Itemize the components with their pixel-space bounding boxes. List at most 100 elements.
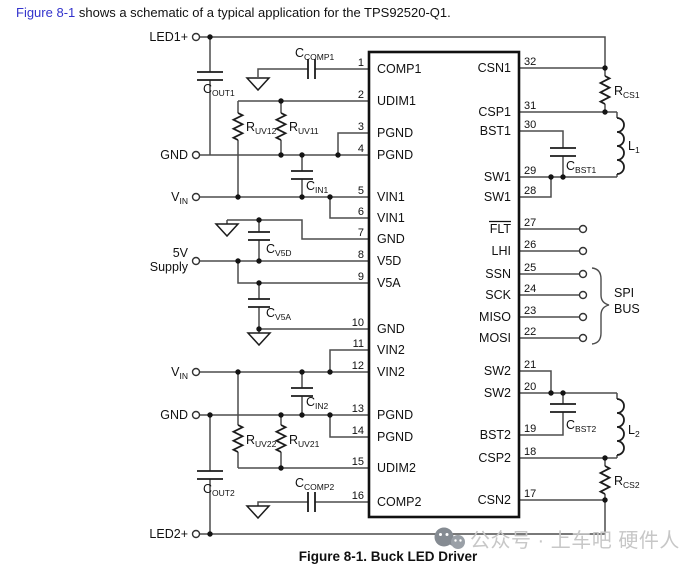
label-cin2: CIN2 [306, 395, 329, 411]
label-ccomp1: CCOMP1 [295, 46, 335, 62]
cv5a-capacitor [248, 298, 270, 308]
label-rcs1: RCS1 [614, 84, 640, 100]
pin-num-20: 20 [524, 381, 536, 393]
wechat-icon [434, 527, 465, 549]
terminal-led2p [191, 529, 201, 539]
label-cbst1: CBST1 [566, 159, 597, 175]
label-cin1: CIN1 [306, 179, 329, 195]
cout1-capacitor [197, 71, 223, 81]
pin-name-pgnd-3: PGND [377, 126, 413, 140]
component-labels: CCOMP1 COUT1 RUV12 RUV11 CIN1 CV5D CV5A … [203, 46, 640, 498]
pin-name-ssn: SSN [485, 267, 511, 281]
pin-name-v5d: V5D [377, 254, 401, 268]
pin-name-pgnd-14: PGND [377, 430, 413, 444]
terminal-labels: LED1+ GND VIN 5V Supply VIN GND LED2+ [149, 30, 188, 541]
pin-num-18: 18 [524, 446, 536, 458]
pin-name-flt: FLT [490, 222, 512, 236]
pin-name-vin2-12: VIN2 [377, 365, 405, 379]
spi-bus-label-line2: BUS [614, 302, 640, 316]
label-ruv22: RUV22 [246, 433, 277, 449]
pin-name-sck: SCK [485, 288, 511, 302]
pin-name-udim1: UDIM1 [377, 94, 416, 108]
pin-name-csp1: CSP1 [478, 105, 511, 119]
junction-dots [207, 34, 608, 537]
pin-name-lhi: LHI [492, 244, 511, 258]
ccomp1-capacitor [307, 59, 316, 79]
ground-icon [246, 332, 272, 347]
ground-symbols [214, 77, 272, 520]
pin-num-32: 32 [524, 56, 536, 68]
cin2-capacitor [291, 387, 313, 397]
pin-num-22: 22 [524, 326, 536, 338]
ruv22-resistor [231, 424, 245, 453]
rcs1-resistor [598, 75, 612, 105]
pin-num-4: 4 [358, 143, 364, 155]
pin-num-3: 3 [358, 121, 364, 133]
terminal-circles [191, 32, 201, 539]
pin-num-2: 2 [358, 89, 364, 101]
terminal-sck [578, 290, 588, 300]
watermark-text: 公众号 · 上车吧 硬件人 [470, 529, 680, 552]
ic-body [367, 50, 521, 519]
l1-inductor [616, 117, 625, 175]
terminal-mosi [578, 333, 588, 343]
terminal-gnd2 [191, 410, 201, 420]
label-cv5d: CV5D [266, 242, 292, 258]
pin-name-csp2: CSP2 [478, 451, 511, 465]
label-rcs2: RCS2 [614, 474, 640, 490]
pin-name-sw1-28: SW1 [484, 190, 511, 204]
pin-num-17: 17 [524, 488, 536, 500]
pin-name-sw2-20: SW2 [484, 386, 511, 400]
left-pin-names: COMP1 UDIM1 PGND PGND VIN1 VIN1 GND V5D … [377, 62, 422, 509]
pin-num-16: 16 [352, 490, 364, 502]
ruv11-resistor [274, 112, 288, 141]
pin-name-gnd-7: GND [377, 232, 405, 246]
terminal-gnd1 [191, 150, 201, 160]
pin-num-24: 24 [524, 283, 536, 295]
pin-name-sw2-21: SW2 [484, 364, 511, 378]
pin-num-27: 27 [524, 217, 536, 229]
pin-num-25: 25 [524, 262, 536, 274]
label-gnd1: GND [160, 148, 188, 162]
terminal-miso [578, 312, 588, 322]
pin-name-bst2: BST2 [480, 428, 511, 442]
label-ruv11: RUV11 [289, 120, 319, 136]
pin-num-15: 15 [352, 456, 364, 468]
pin-name-miso: MISO [479, 310, 511, 324]
intro-sentence: Figure 8-1 shows a schematic of a typica… [16, 5, 451, 20]
label-cbst2: CBST2 [566, 418, 597, 434]
label-l1: L1 [628, 139, 640, 155]
pin-name-mosi: MOSI [479, 331, 511, 345]
pin-name-gnd-10: GND [377, 322, 405, 336]
pin-num-23: 23 [524, 305, 536, 317]
terminal-vin1 [191, 192, 201, 202]
terminal-ssn [578, 269, 588, 279]
pin-num-12: 12 [352, 360, 364, 372]
pin-num-13: 13 [352, 403, 364, 415]
component-symbols [197, 59, 625, 512]
label-l2: L2 [628, 423, 640, 439]
pin-num-19: 19 [524, 423, 536, 435]
pin-name-csn2: CSN2 [478, 493, 511, 507]
terminal-vin2 [191, 367, 201, 377]
cin1-capacitor [291, 170, 313, 180]
pin-name-vin2-11: VIN2 [377, 343, 405, 357]
cout2-capacitor [197, 470, 223, 480]
pin-name-sw1-29: SW1 [484, 170, 511, 184]
pin-num-29: 29 [524, 165, 536, 177]
ground-icon [245, 77, 271, 92]
l2-inductor [616, 398, 625, 456]
figure-link[interactable]: Figure 8-1 [16, 5, 75, 20]
label-gnd2: GND [160, 408, 188, 422]
spi-terminals [578, 224, 588, 343]
label-vin1: VIN [171, 190, 188, 206]
figure-caption: Figure 8-1. Buck LED Driver [299, 549, 478, 564]
label-ccomp2: CCOMP2 [295, 476, 335, 492]
pin-name-comp1: COMP1 [377, 62, 422, 76]
label-ruv12: RUV12 [246, 120, 277, 136]
pin-name-comp2: COMP2 [377, 495, 422, 509]
label-cout2: COUT2 [203, 482, 235, 498]
ruv21-resistor [274, 424, 288, 453]
